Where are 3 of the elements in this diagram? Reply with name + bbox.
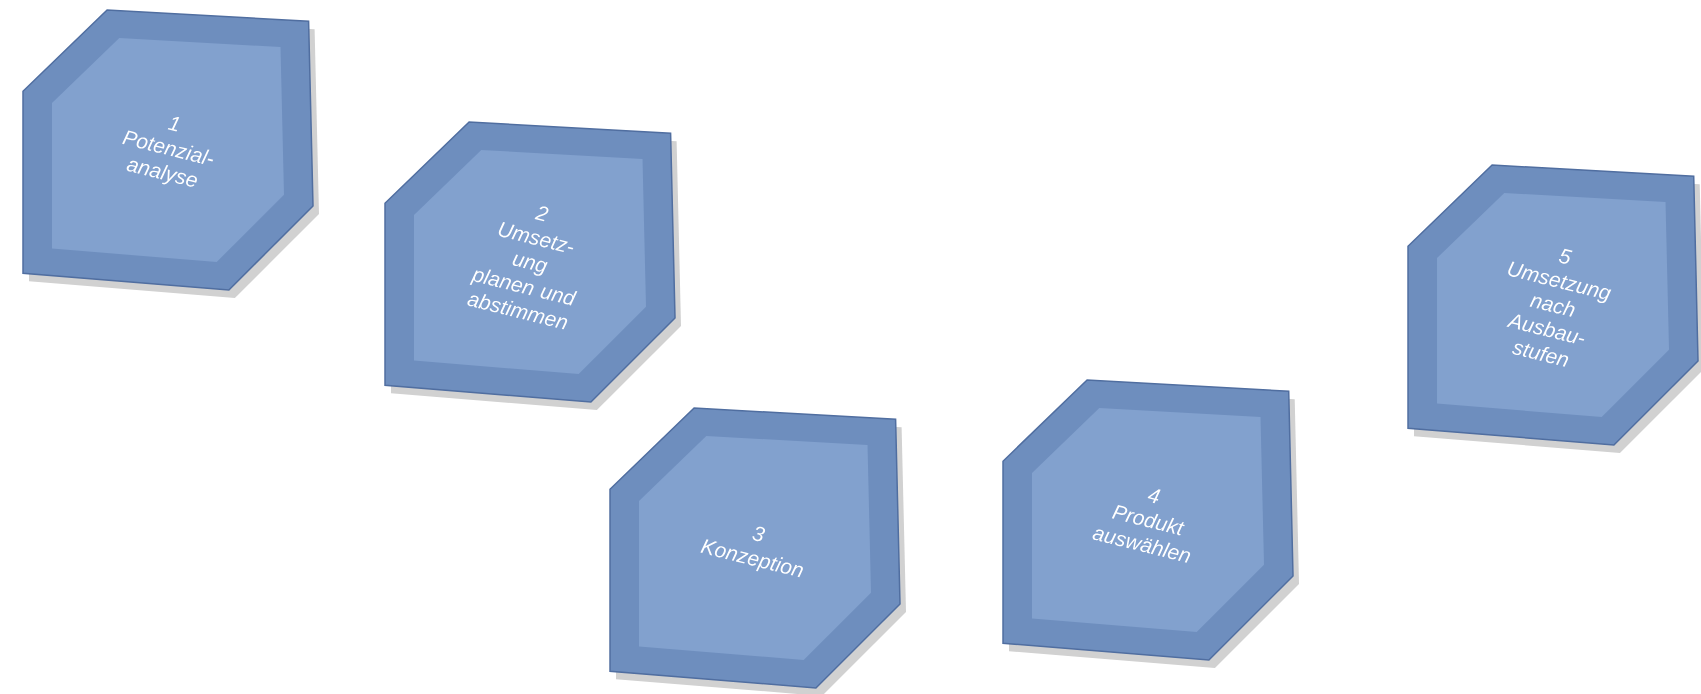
- hexagon-box: 2 Umsetz- ung planen und abstimmen: [384, 121, 681, 410]
- hexagon-box: 1 Potenzial- analyse: [22, 9, 319, 298]
- hexagon-box: 4 Produkt auswählen: [1002, 379, 1299, 668]
